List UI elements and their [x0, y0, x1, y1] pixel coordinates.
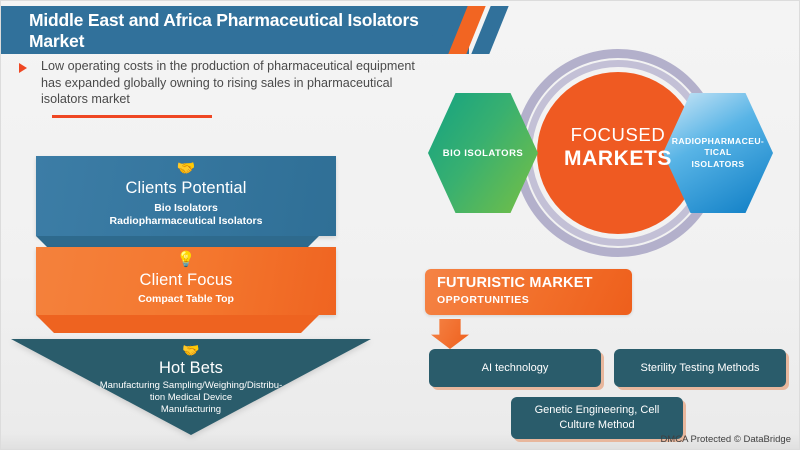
page-title: Middle East and Africa Pharmaceutical Is…: [29, 10, 419, 51]
dmca-notice: DMCA Protected © DataBridge: [660, 434, 791, 445]
hex-right-line-2: TICAL: [704, 147, 732, 158]
opportunity-label-2: Sterility Testing Methods: [640, 361, 760, 374]
futuristic-market-heading-line-1: FUTURISTIC MARKET: [437, 275, 593, 291]
hex-right-line-3: ISOLATORS: [691, 158, 745, 169]
futuristic-market-heading-line-2: OPPORTUNITIES: [437, 294, 530, 306]
hexagon-bio-isolators-label: BIO ISOLATORS: [442, 147, 524, 159]
bullet-underline: [52, 115, 212, 118]
futuristic-market-heading-box: FUTURISTIC MARKET OPPORTUNITIES: [425, 269, 632, 315]
funnel-stage-client-focus: [36, 247, 336, 315]
funnel-stage-hot-bets: [11, 339, 371, 435]
focused-markets-line-2: MARKETS: [563, 147, 673, 170]
opportunity-box-ai-technology: AI technology: [429, 349, 601, 387]
funnel-stage-2-fold-left: [36, 315, 54, 333]
focused-markets-label: FOCUSED MARKETS: [537, 123, 699, 171]
focused-markets-diagram: BIO ISOLATORS RADIOPHARMACEU- TICAL ISOL…: [401, 41, 799, 271]
opportunity-label-3: Genetic Engineering, Cell Culture Method: [534, 404, 660, 431]
opportunity-box-sterility-testing: Sterility Testing Methods: [614, 349, 786, 387]
focused-markets-line-1: FOCUSED: [570, 124, 666, 145]
hand-package-icon: 🤝: [182, 342, 200, 358]
hexagon-radiopharmaceutical-isolators-label: RADIOPHARMACEU- TICAL ISOLATORS: [672, 136, 764, 171]
lightbulb-icon: 💡: [176, 251, 196, 268]
triangle-right-icon: [19, 63, 27, 73]
handshake-icon: 🤝: [176, 160, 196, 177]
bullet-text: Low operating costs in the production of…: [41, 59, 415, 106]
key-insight-bullet: Low operating costs in the production of…: [19, 58, 419, 118]
opportunity-label-1: AI technology: [481, 361, 549, 374]
header-banner: Middle East and Africa Pharmaceutical Is…: [1, 6, 469, 54]
funnel-stage-2-fold-right: [301, 315, 319, 333]
funnel-stage-clients-potential: [36, 156, 336, 236]
opportunity-box-genetic-engineering: Genetic Engineering, Cell Culture Method: [511, 397, 683, 439]
funnel-stage-2-fold-mid: [54, 315, 301, 333]
hex-right-line-1: RADIOPHARMACEU-: [671, 135, 765, 146]
